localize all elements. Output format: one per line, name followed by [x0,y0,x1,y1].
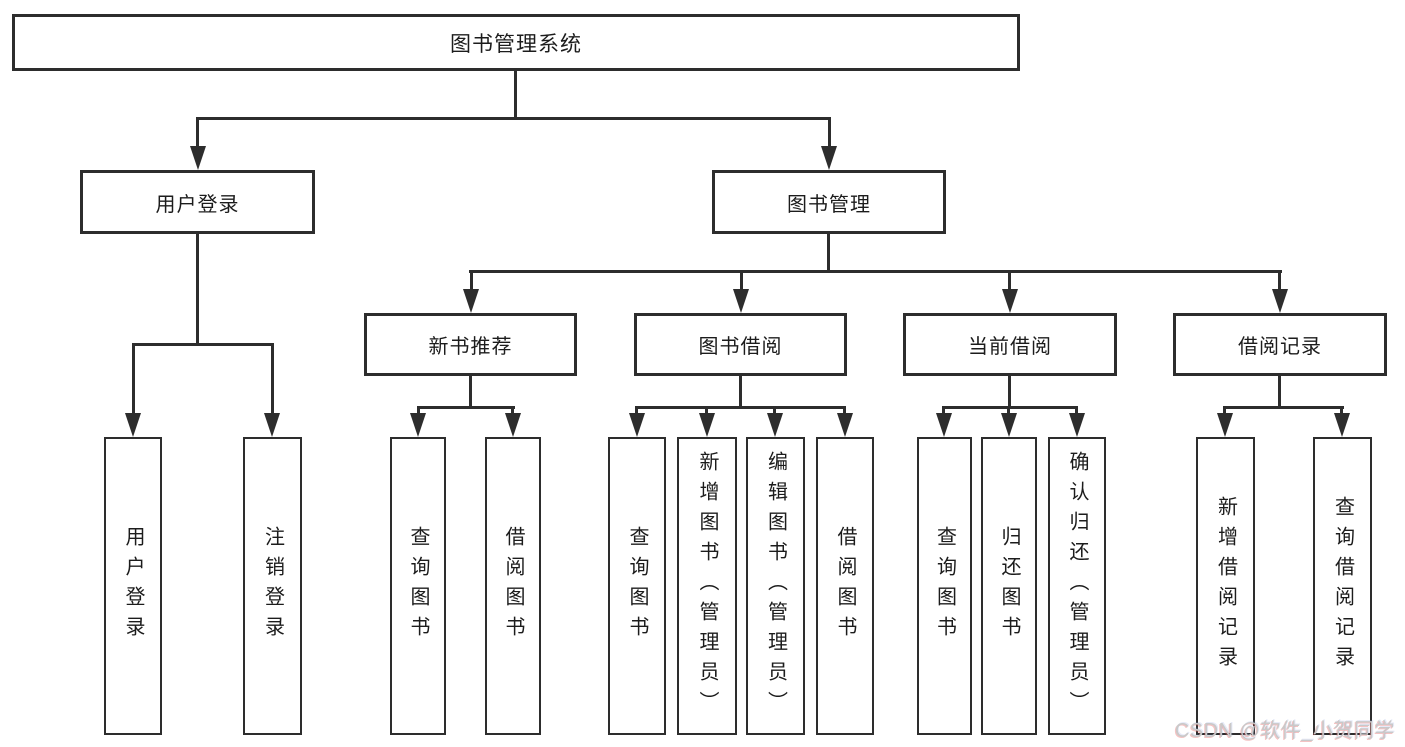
node-label: 图书管理系统 [450,32,582,56]
leaf-borrow-edit-books-admin: 编辑图书（管理员） [746,437,805,735]
node-book-borrow: 图书借阅 [634,313,847,376]
down-arrowhead-icon [1334,413,1350,437]
leaf-label: 新增图书（管理员） [696,451,718,721]
leaf-current-query-books: 查询图书 [917,437,972,735]
connector-borrow-stem [739,376,742,409]
connector-current-stem [1008,376,1011,409]
connector-root-bus [196,117,831,120]
down-arrowhead-icon [1272,289,1288,313]
down-arrowhead-icon [837,413,853,437]
leaf-borrow-add-books-admin: 新增图书（管理员） [677,437,737,735]
connector-user-login-bus [132,343,274,346]
down-arrowhead-icon [410,413,426,437]
down-arrowhead-icon [125,413,141,437]
node-borrow-records: 借阅记录 [1173,313,1387,376]
connector-root-stem [514,71,517,120]
leaf-user-login: 用户登录 [104,437,162,735]
leaf-records-add-record: 新增借阅记录 [1196,437,1255,735]
connector-drop [705,406,708,415]
connector-drop [1278,270,1281,291]
down-arrowhead-icon [629,413,645,437]
leaf-borrow-borrow-books: 借阅图书 [816,437,874,735]
leaf-label: 借阅图书 [502,526,524,646]
node-label: 图书管理 [787,193,871,216]
leaf-label: 归还图书 [998,526,1020,646]
node-current-borrow: 当前借阅 [903,313,1117,376]
down-arrowhead-icon [1001,413,1017,437]
leaf-borrow-query-books: 查询图书 [608,437,666,735]
connector-drop [417,406,420,415]
connector-drop [1340,406,1343,415]
node-label: 借阅记录 [1238,336,1322,358]
leaf-label: 编辑图书（管理员） [764,451,787,721]
down-arrowhead-icon [821,146,837,170]
connector-drop [1223,406,1226,415]
connector-drop [271,343,274,415]
node-label: 用户登录 [155,193,240,216]
connector-drop [470,270,473,291]
node-book-management: 图书管理 [712,170,946,234]
down-arrowhead-icon [190,146,206,170]
leaf-label: 查询图书 [626,526,648,646]
connector-drop [1008,270,1011,291]
connector-borrow-bus [635,406,846,409]
node-label: 图书借阅 [698,336,783,358]
leaf-current-confirm-return-admin: 确认归还（管理员） [1048,437,1106,735]
connector-records-bus [1223,406,1344,409]
down-arrowhead-icon [1217,413,1233,437]
node-label: 当前借阅 [968,336,1052,358]
connector-new-book-stem [469,376,472,409]
leaf-newbook-query-books: 查询图书 [390,437,446,735]
leaf-label: 查询图书 [407,526,429,646]
node-new-book-recommend: 新书推荐 [364,313,577,376]
connector-drop [1075,406,1078,415]
connector-drop [132,343,135,415]
connector-drop [843,406,846,415]
down-arrowhead-icon [936,413,952,437]
leaf-label: 查询图书 [933,526,956,646]
connector-current-bus [942,406,1078,409]
leaf-newbook-borrow-books: 借阅图书 [485,437,541,735]
connector-drop [942,406,945,415]
down-arrowhead-icon [767,413,783,437]
down-arrowhead-icon [733,289,749,313]
leaf-label: 确认归还（管理员） [1066,451,1088,721]
leaf-label: 查询借阅记录 [1331,496,1354,676]
down-arrowhead-icon [699,413,715,437]
node-library-management-system: 图书管理系统 [12,14,1020,71]
leaf-label: 借阅图书 [834,526,856,646]
connector-book-mgmt-bus [469,270,1282,273]
down-arrowhead-icon [1002,289,1018,313]
connector-new-book-bus [417,406,515,409]
connector-drop [773,406,776,415]
node-label: 新书推荐 [428,336,513,358]
down-arrowhead-icon [264,413,280,437]
connector-records-stem [1278,376,1281,409]
down-arrowhead-icon [505,413,521,437]
connector-drop [635,406,638,415]
leaf-label: 注销登录 [261,526,284,646]
leaf-label: 新增借阅记录 [1214,496,1237,676]
leaf-current-return-books: 归还图书 [981,437,1037,735]
node-user-login: 用户登录 [80,170,315,234]
connector-drop [196,117,199,148]
leaf-logout: 注销登录 [243,437,302,735]
leaf-label: 用户登录 [122,526,144,646]
connector-drop [740,270,743,291]
down-arrowhead-icon [1069,413,1085,437]
connector-drop [1007,406,1010,415]
csdn-watermark: CSDN @软件_小贺同学 [1174,720,1395,742]
down-arrowhead-icon [463,289,479,313]
connector-user-login-stem [196,234,199,346]
connector-drop [828,117,831,148]
leaf-records-query-record: 查询借阅记录 [1313,437,1372,735]
connector-book-mgmt-stem [827,234,830,273]
connector-drop [511,406,514,415]
